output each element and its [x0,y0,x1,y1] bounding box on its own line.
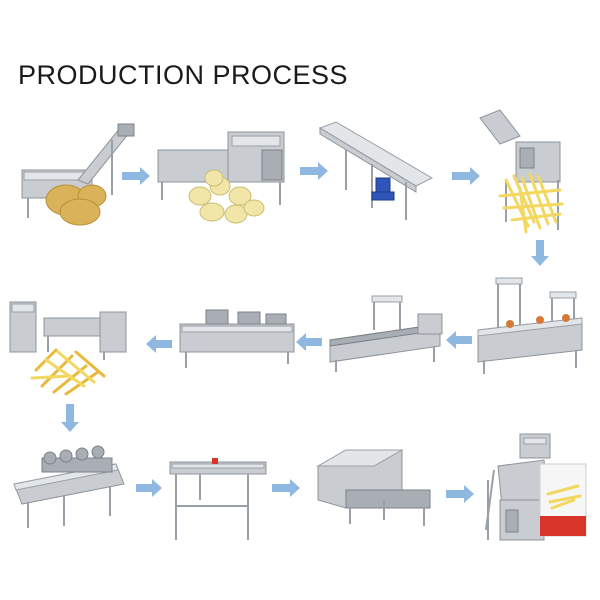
arrow-down-icon [531,240,549,266]
arrow-right-icon [272,479,300,497]
packing-machine-icon [485,433,587,541]
rinsing-machine-icon [477,277,583,374]
arrow-left-icon [296,333,322,351]
cooling-conveyor-icon [169,458,267,540]
freezing-tunnel-icon [316,449,431,526]
page-title: PRODUCTION PROCESS [18,60,349,90]
arrow-left-icon [446,331,472,349]
arrow-left-icon [146,335,172,353]
arrow-down-icon [61,404,79,432]
blanching-machine-icon [329,295,443,372]
arrow-right-icon [122,167,150,185]
dewatering-machine-icon [179,309,295,368]
arrow-right-icon [452,167,480,185]
picking-conveyor-icon [318,121,434,220]
arrow-right-icon [136,479,162,497]
peeled-potatoes-icon [157,131,285,224]
fries-cutting-machine-icon [479,109,564,234]
arrow-right-icon [300,162,328,180]
deoiling-machine-icon [13,445,125,528]
potato-washing-machine-icon [21,123,135,226]
arrow-right-icon [446,485,474,503]
frying-machine-icon [9,301,127,396]
